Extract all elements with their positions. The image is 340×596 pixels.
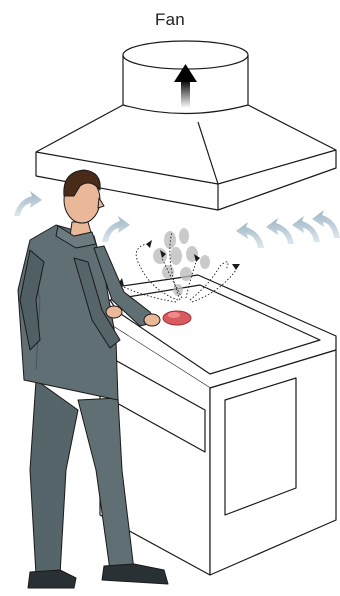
curved-airflow-arrow-icon — [14, 191, 42, 216]
curved-airflow-arrow-icon — [102, 216, 130, 242]
lab-bench — [94, 274, 337, 576]
sample-specimen — [162, 310, 192, 326]
curved-airflow-arrow-icon — [292, 216, 320, 242]
airflow-arrows — [14, 191, 340, 248]
fumes — [153, 228, 210, 296]
fan-label: Fan — [155, 10, 185, 29]
lab-worker — [17, 169, 169, 589]
curved-airflow-arrow-icon — [312, 210, 340, 238]
hood-canopy — [35, 104, 337, 211]
exhaust-arrow-icon — [174, 64, 197, 108]
curved-airflow-arrow-icon — [236, 222, 264, 248]
curved-airflow-arrow-icon — [266, 218, 294, 244]
fume-arrowheads — [118, 240, 240, 286]
